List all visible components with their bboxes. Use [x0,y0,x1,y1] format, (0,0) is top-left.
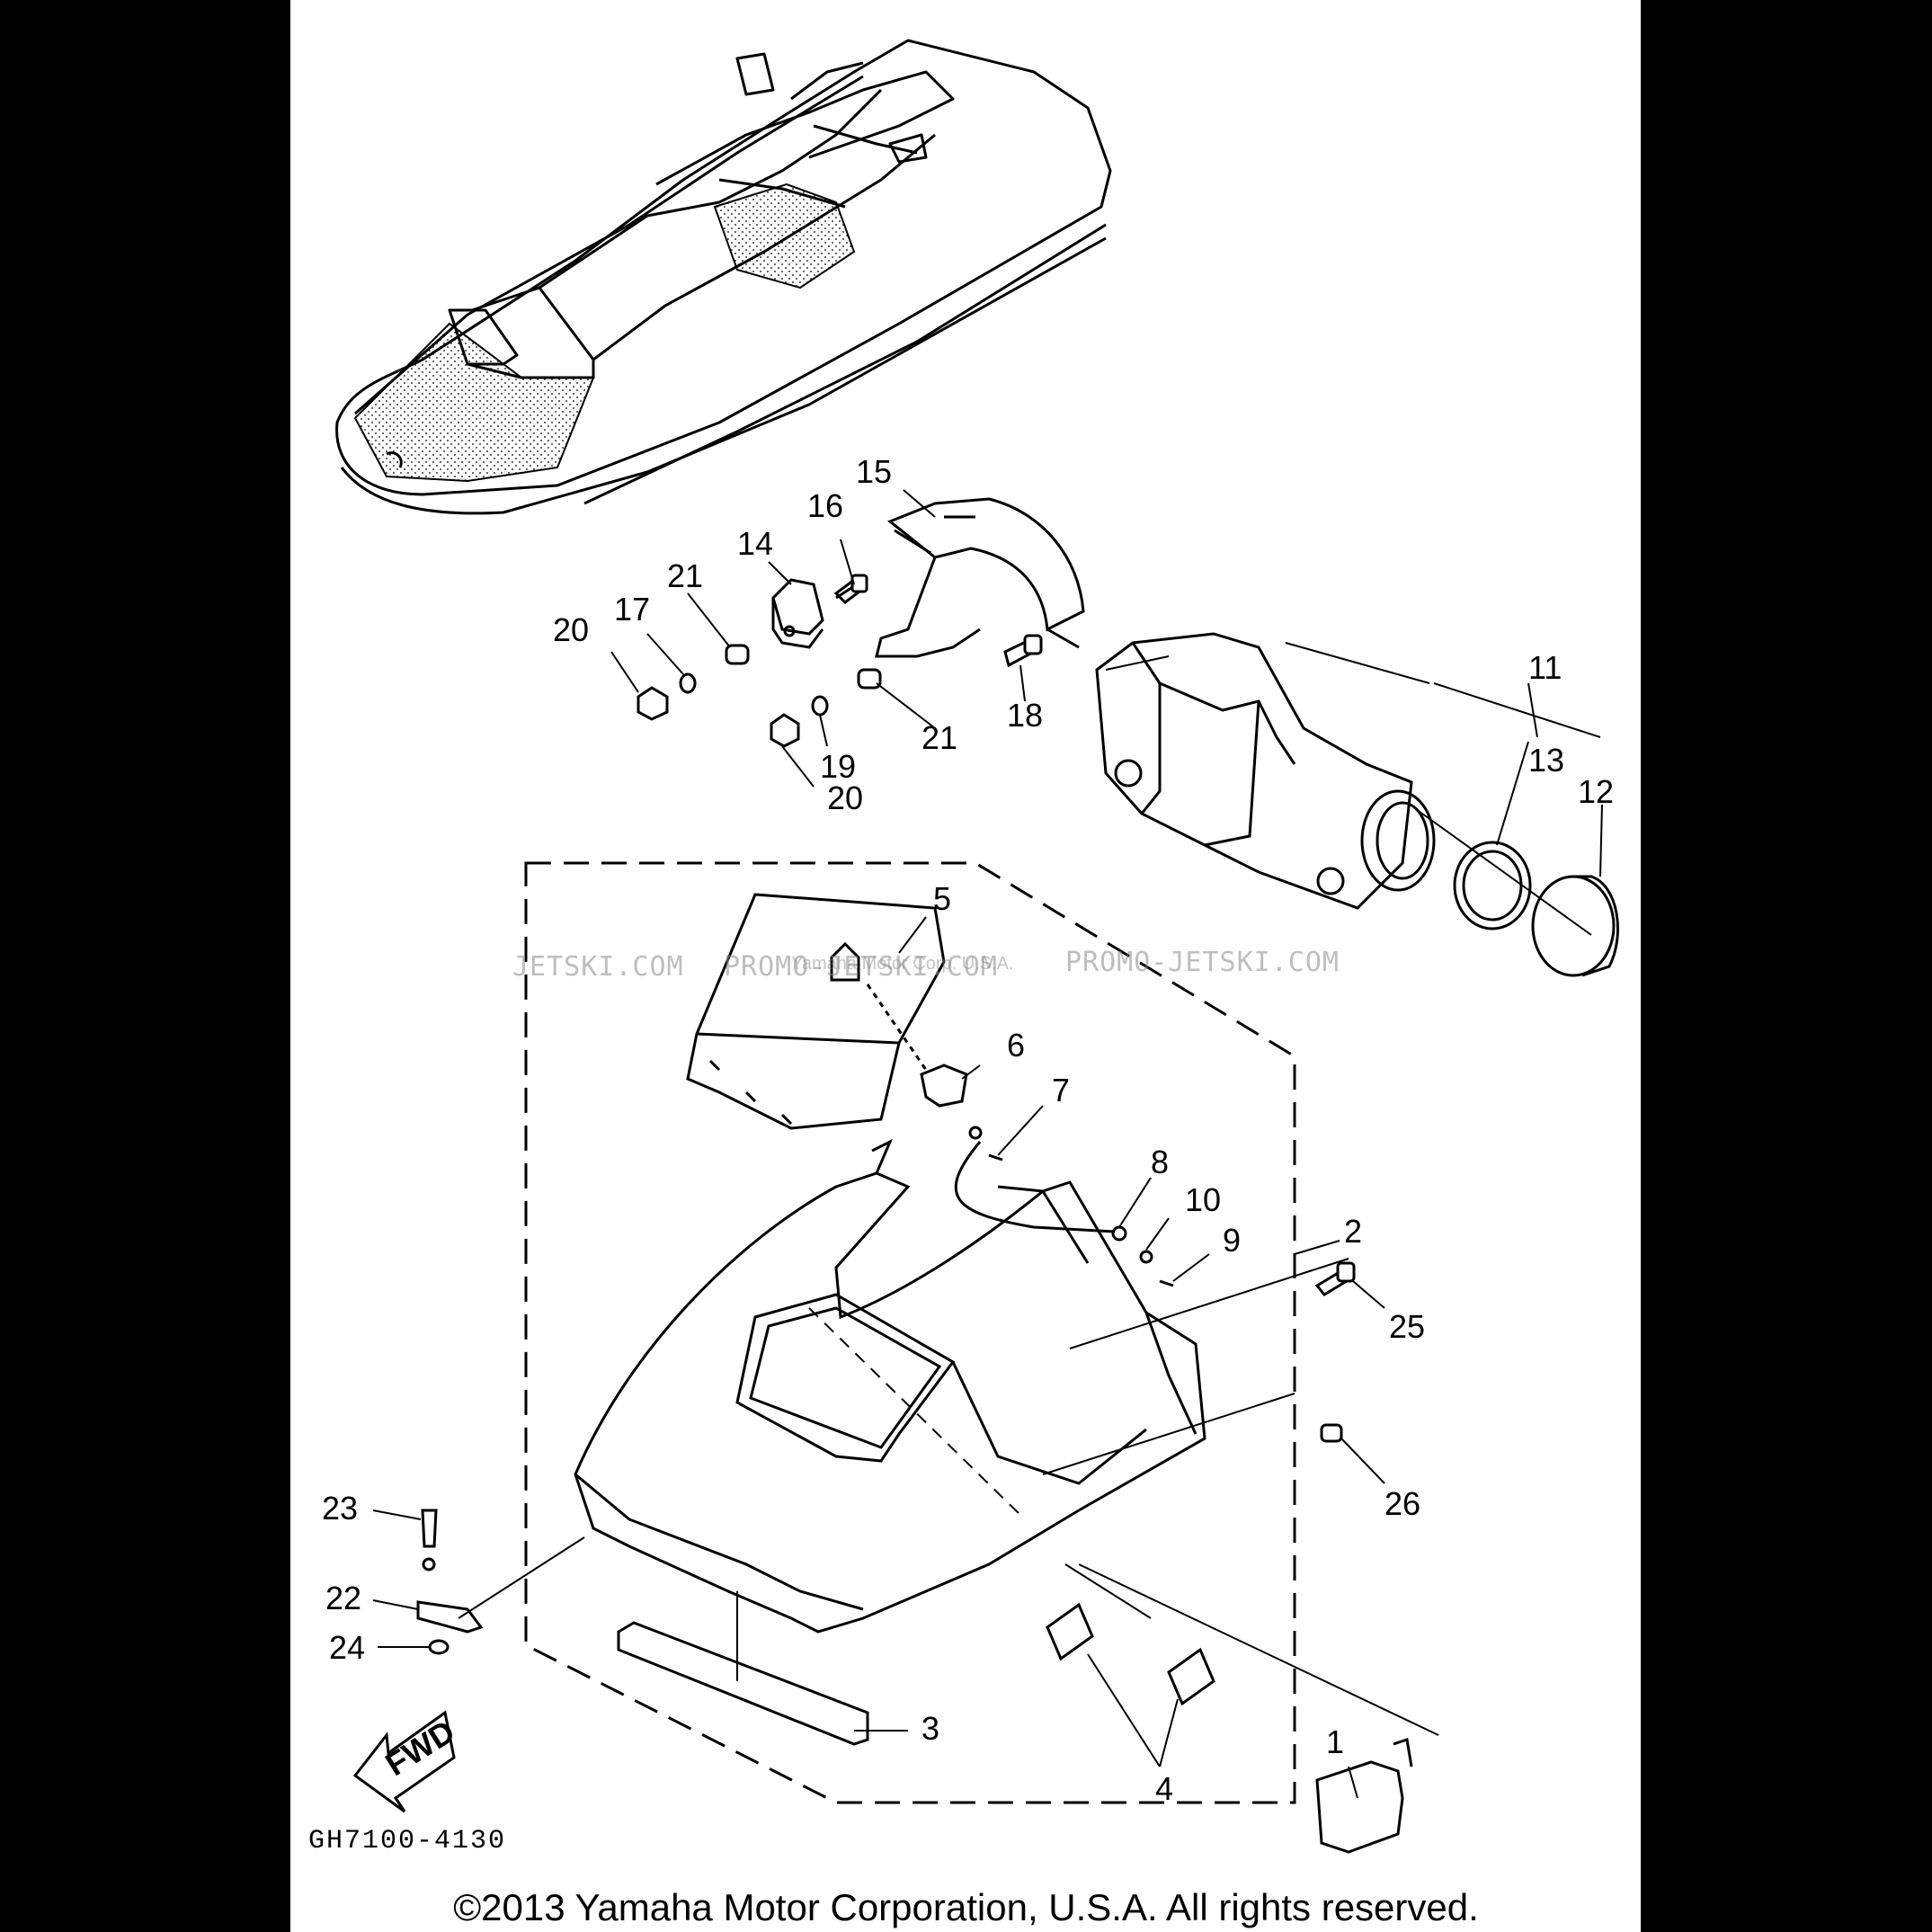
callout-25: 25 [1389,1308,1425,1345]
callout-14: 14 [737,525,773,562]
callout-numbers: 1 2 3 4 5 6 7 8 9 10 11 12 13 14 15 16 1… [322,453,1614,1807]
callout-24: 24 [329,1629,365,1666]
callout-15: 15 [856,453,892,490]
fasteners-upper [637,574,1043,748]
lanyard-7-8 [954,1126,1174,1287]
callout-9: 9 [1223,1222,1241,1259]
fasteners-lower [416,1261,1356,1655]
callout-20a: 20 [553,611,589,648]
callout-8: 8 [1151,1144,1169,1180]
diagram-sheet [290,0,1641,1932]
callout-7: 7 [1052,1072,1070,1108]
callout-5: 5 [933,880,951,917]
watermark-faint: Yamaha Motor Corp. U.S.A. [791,954,1014,974]
watermark-middle: PROMO-JETSKI.COM [724,951,998,983]
watermark-right: PROMO-JETSKI.COM [1065,947,1340,978]
part-5-lid [686,893,946,1130]
part-3-pad [617,1591,908,1746]
callout-17: 17 [614,591,650,628]
part-12-cap [1531,875,1619,977]
callout-26: 26 [1384,1485,1420,1522]
callout-1: 1 [1326,1723,1344,1760]
part-4-pads [1046,1602,1215,1767]
callout-18: 18 [1007,697,1043,734]
assembly-boundary-dashed [524,861,1296,1804]
callout-12: 12 [1578,773,1614,810]
forward-arrow: FWD [352,1710,461,1813]
callout-3: 3 [921,1710,939,1747]
copyright-notice: ©2013 Yamaha Motor Corporation, U.S.A. A… [453,1886,1479,1928]
callout-23: 23 [322,1490,358,1527]
callout-19: 19 [820,748,856,785]
part-1-block [1078,1563,1439,1854]
jetski-overview-illustration [335,39,1112,515]
part-15-strap-bracket [875,497,1085,658]
callout-6: 6 [1007,1027,1025,1064]
callout-21b: 21 [921,719,957,756]
callout-11: 11 [1528,649,1562,686]
part-11-storage-box [1095,632,1436,910]
callout-20b: 20 [827,779,863,816]
callout-4: 4 [1155,1770,1173,1807]
part-6-latch [866,984,968,1108]
callout-22: 22 [325,1580,361,1616]
callout-10: 10 [1185,1181,1221,1218]
diagram-code: GH7100-4130 [308,1826,506,1856]
callout-21a: 21 [667,557,703,594]
watermark: JETSKI.COM PROMO-JETSKI.COM PROMO-JETSKI… [512,947,1340,983]
jetski-stippled-areas [353,183,856,483]
callout-16: 16 [807,487,843,524]
callout-2: 2 [1344,1213,1362,1250]
part-2-hatch-cover [574,1138,1206,1634]
part-14-bracket [771,578,824,649]
watermark-left: JETSKI.COM [512,951,684,983]
callout-leaders [372,489,1603,1799]
callout-13: 13 [1528,742,1564,779]
part-13-o-ring [1453,841,1532,930]
